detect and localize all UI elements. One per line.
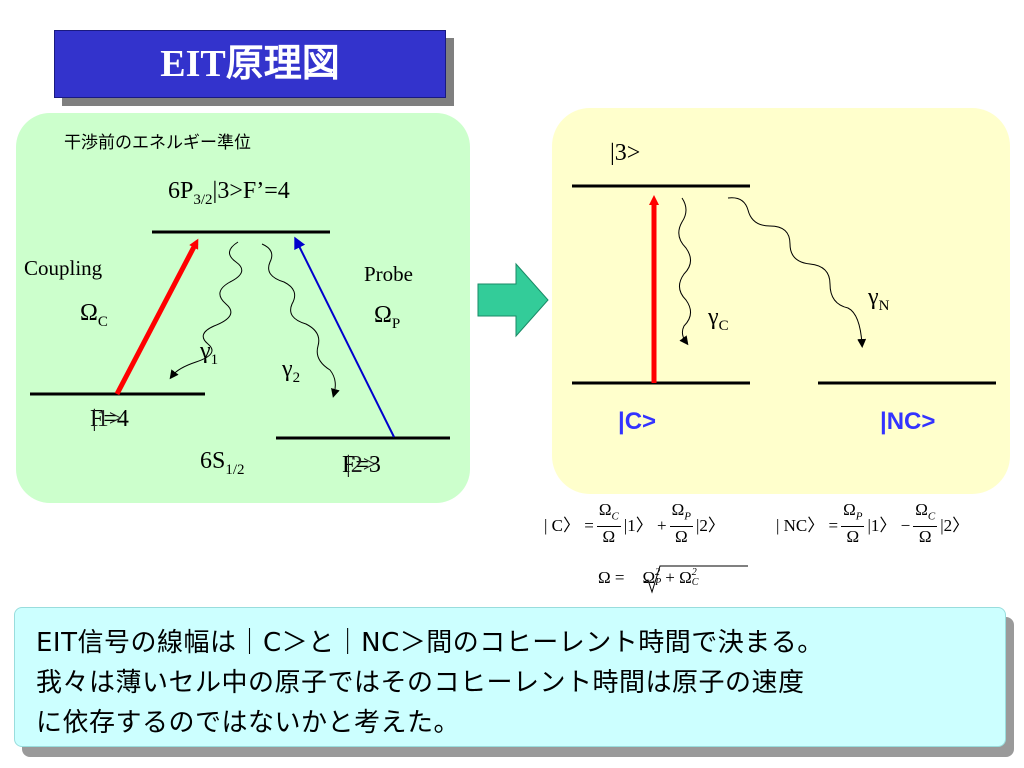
- gamma1-label: γ1: [200, 338, 219, 368]
- note-line-1: EIT信号の線幅は｜C＞と｜NC＞間のコヒーレント時間で決まる。: [36, 628, 824, 658]
- gamma1-decay: [169, 241, 243, 380]
- level-1-label: F=4: [90, 406, 129, 432]
- coupling-omega-label: ΩC: [80, 300, 108, 330]
- upper-level-label: 6P3/2|3>F’=4: [168, 178, 290, 208]
- level-2-overlay: |2>: [346, 452, 377, 478]
- gammaC-decay: [678, 197, 691, 346]
- sqrt-sign: [643, 565, 748, 594]
- right-upper-level-label: |3>: [610, 140, 641, 166]
- level-2-label: F=3: [342, 452, 381, 478]
- coupling-arrow: [114, 238, 199, 396]
- gamma2-decay: [261, 243, 340, 398]
- panel-caption: 干渉前のエネルギー準位: [64, 133, 251, 153]
- c-state-label: |C>: [618, 408, 657, 435]
- gammaN-decay: [727, 197, 867, 348]
- probe-omega-label: ΩP: [374, 302, 401, 332]
- nc-state-label: |NC>: [880, 408, 936, 435]
- title-box: [54, 30, 446, 98]
- gamma2-label: γ2: [282, 356, 301, 386]
- page-title: EIT原理図: [160, 43, 340, 85]
- gammaN-label: γN: [868, 284, 890, 314]
- transition-arrow: [477, 262, 549, 338]
- coupling-label: Coupling: [24, 256, 103, 280]
- probe-label: Probe: [364, 262, 413, 286]
- level-1-overlay: |1>: [92, 406, 123, 432]
- note-line-3: に依存するのではないかと考えた。: [36, 708, 461, 738]
- probe-arrow: [294, 236, 395, 438]
- gammaC-label: γC: [708, 304, 729, 334]
- right-energy-panel: [552, 108, 1010, 494]
- note-line-2: 我々は薄いセル中の原子ではそのコヒーレント時間は原子の速度: [36, 668, 805, 698]
- note-box: [14, 607, 1006, 747]
- ground-state-label: 6S1/2: [200, 448, 245, 478]
